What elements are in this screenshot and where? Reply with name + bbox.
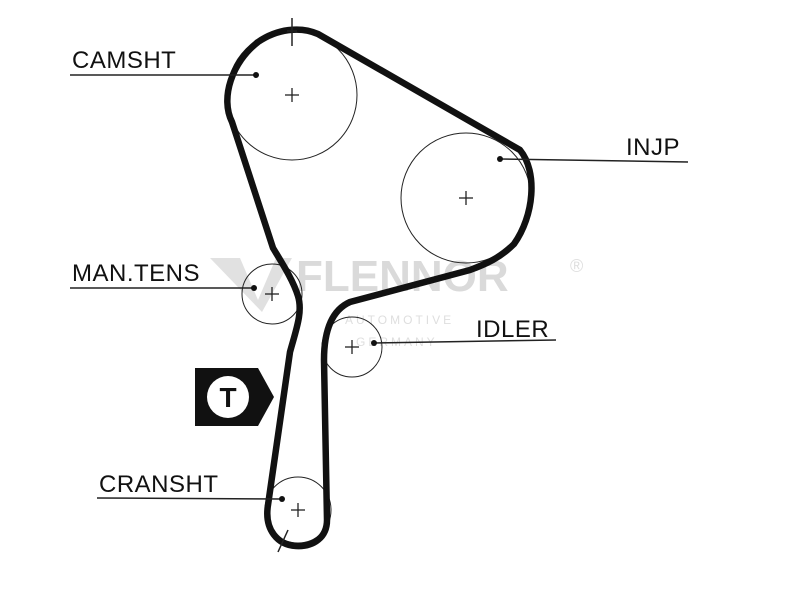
label-crankshaft: CRANSHT — [99, 471, 219, 498]
tensioner-badge-letter: T — [219, 382, 236, 413]
label-injection-pump: INJP — [626, 134, 680, 161]
label-manual-tensioner: MAN.TENS — [72, 260, 200, 287]
watermark-logo-mark — [210, 258, 292, 312]
tensioner-badge: T — [195, 368, 274, 426]
timing-belt — [224, 26, 535, 550]
watermark: FLENNOR ® AUTOMOTIVE GERMANY — [210, 252, 583, 349]
crankshaft-timing-mark — [277, 529, 289, 553]
watermark-brand: FLENNOR — [296, 252, 509, 301]
manual-tensioner-pulley — [241, 263, 303, 325]
label-camshaft: CAMSHT — [72, 47, 176, 74]
leader-lines — [70, 72, 689, 502]
center-marks — [265, 88, 473, 517]
watermark-line1: AUTOMOTIVE — [345, 313, 454, 327]
label-idler: IDLER — [476, 316, 549, 343]
watermark-registered-mark: ® — [570, 256, 583, 276]
